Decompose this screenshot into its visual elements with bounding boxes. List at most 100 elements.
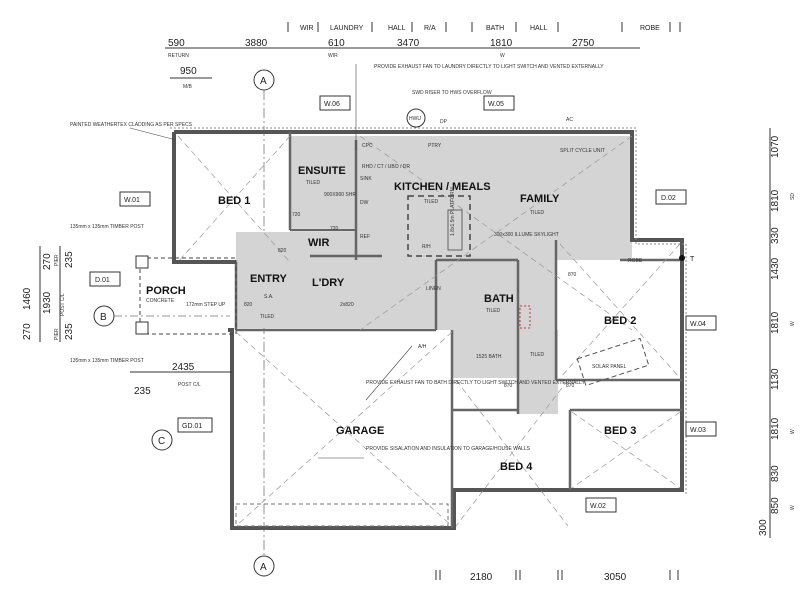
top-label-hall-2: HALL: [530, 25, 548, 32]
svg-text:POST C/L: POST C/L: [60, 293, 66, 316]
room-diagonals: [177, 135, 681, 527]
fixture-hwu: HWU: [409, 116, 421, 122]
kitchen-island: [407, 195, 471, 257]
svg-text:B: B: [100, 312, 107, 323]
room-ensuite: ENSUITE: [298, 165, 346, 177]
right-dimensions: 1070 1810 330 1430 1810 1130 1810 830 85…: [758, 135, 796, 536]
fixture-sa: S.A.: [264, 294, 273, 300]
fixture-rhd: RHD / CT / UBO / DR: [362, 164, 410, 170]
fixture-rh: R/H: [422, 244, 431, 250]
svg-text:850: 850: [770, 497, 781, 514]
top-room-labels: WIR LAUNDRY HALL R/A BATH HALL ROBE: [300, 25, 660, 32]
window-tag-d01: D.01: [89, 271, 121, 287]
setout-point-marker: T: [679, 255, 695, 263]
timber-post-top: [135, 255, 149, 269]
note-step-up: 172mm STEP UP: [186, 302, 226, 308]
window-tag-w01: W.01: [119, 191, 151, 207]
size-platform: 1.8x1.5m PLATFORM: [450, 187, 456, 236]
svg-text:GD.01: GD.01: [182, 423, 202, 430]
dim-3470: 3470: [397, 38, 420, 49]
door-720-wir: 720: [330, 226, 339, 232]
svg-text:1810: 1810: [770, 311, 781, 334]
svg-text:1460: 1460: [22, 287, 33, 310]
note-sisalation: PROVIDE SISALATION AND INSULATION TO GAR…: [366, 446, 531, 452]
note-weathertex: PAINTED WEATHERTEX CLADDING AS PER SPECS: [70, 122, 193, 128]
room-porch: PORCH: [146, 285, 186, 297]
size-bath: 1525 BATH: [476, 354, 502, 360]
finish-kitchen: TILED: [424, 199, 439, 205]
top-label-bath: BATH: [486, 25, 504, 32]
window-tag-d02: D.02: [655, 189, 687, 205]
svg-text:SD: SD: [790, 193, 796, 200]
svg-text:235: 235: [64, 323, 75, 340]
svg-text:D.02: D.02: [661, 195, 676, 202]
room-bed-3: BED 3: [604, 425, 636, 437]
svg-text:1130: 1130: [770, 368, 781, 390]
garage-door-track: [235, 503, 449, 527]
svg-text:1810: 1810: [770, 189, 781, 212]
svg-text:W.04: W.04: [690, 321, 706, 328]
svg-text:W.03: W.03: [690, 427, 706, 434]
svg-text:3050: 3050: [604, 572, 627, 583]
fixture-robe: ROBE: [628, 258, 643, 264]
note-timber-post-top: 135mm x 135mm TIMBER POST: [70, 224, 144, 230]
external-walls: [172, 130, 684, 530]
room-garage: GARAGE: [336, 425, 384, 437]
annotation-notes: PAINTED WEATHERTEX CLADDING AS PER SPECS…: [70, 64, 627, 452]
svg-text:D.01: D.01: [95, 277, 110, 284]
skylight-marker: [519, 305, 531, 329]
finish-bath: TILED: [486, 308, 501, 314]
svg-text:1070: 1070: [770, 135, 781, 158]
size-shower: 900X900 SHR: [324, 192, 356, 198]
svg-text:W.06: W.06: [324, 101, 340, 108]
svg-text:830: 830: [770, 465, 781, 482]
svg-text:C: C: [158, 436, 165, 447]
svg-text:W: W: [790, 429, 796, 434]
svg-text:1810: 1810: [770, 417, 781, 440]
svg-text:235: 235: [134, 386, 151, 397]
kitchen-size-labels: 900X900 SHR 1525 BATH 1.8x1.5m PLATFORM: [324, 187, 502, 360]
svg-text:T: T: [690, 256, 695, 263]
room-bed-2: BED 2: [604, 315, 636, 327]
svg-text:2435: 2435: [172, 362, 195, 373]
window-tag-w06: W.06: [319, 95, 351, 111]
note-exhaust-bath: PROVIDE EXHAUST FAN TO BATH DIRECTLY TO …: [366, 380, 586, 386]
door-820-bed1: 820: [278, 248, 287, 254]
svg-text:270: 270: [42, 253, 53, 270]
post-cl-label: POST C/L: [178, 382, 201, 388]
porch-outline: [139, 257, 237, 335]
section-marker-a-bottom: A: [253, 555, 275, 577]
section-marker-c: C: [151, 429, 173, 451]
platform-outline: [447, 209, 463, 251]
fixture-sink: SINK: [360, 176, 372, 182]
finish-family: TILED: [530, 210, 545, 216]
section-marker-b: B: [93, 305, 115, 327]
fixture-ptry: PTRY: [428, 143, 442, 149]
dim-2750: 2750: [572, 38, 595, 49]
svg-text:A: A: [260, 562, 267, 573]
room-bed-1: BED 1: [218, 195, 250, 207]
leader-lines: [129, 64, 413, 459]
top-tick-marks: [287, 22, 681, 32]
window-tags: W.06 W.05 W.01 D.02 D.01 W.04 W.03 GD.01…: [89, 95, 717, 513]
svg-text:W: W: [790, 321, 796, 326]
dim-1810: 1810: [490, 38, 513, 49]
dim-3880: 3880: [245, 38, 268, 49]
door-870-bed3: 870: [566, 383, 575, 389]
svg-text:1930: 1930: [42, 291, 53, 314]
mb-label: M/B: [183, 84, 193, 90]
window-tag-w02: W.02: [585, 497, 617, 513]
note-timber-post-bottom: 135mm x 135mm TIMBER POST: [70, 358, 144, 364]
door-widths: 720 820 870 820 870 870 720 2x820: [244, 212, 577, 389]
fixture-ah: A/H: [418, 344, 427, 350]
fixtures: HWU DP AC CPC PTRY RHD / CT / UBO / DR S…: [264, 108, 643, 350]
fixture-dp-top: DP: [440, 119, 448, 125]
window-tag-w05: W.05: [483, 95, 515, 111]
svg-text:W.01: W.01: [124, 197, 140, 204]
room-kitchen-meals: KITCHEN / MEALS: [394, 181, 491, 193]
tiled-areas: [236, 136, 632, 414]
fixture-cpc: CPC: [362, 143, 373, 149]
timber-post-bottom: [135, 321, 149, 335]
top-label-ra: R/A: [424, 25, 436, 32]
svg-text:A: A: [260, 76, 267, 87]
